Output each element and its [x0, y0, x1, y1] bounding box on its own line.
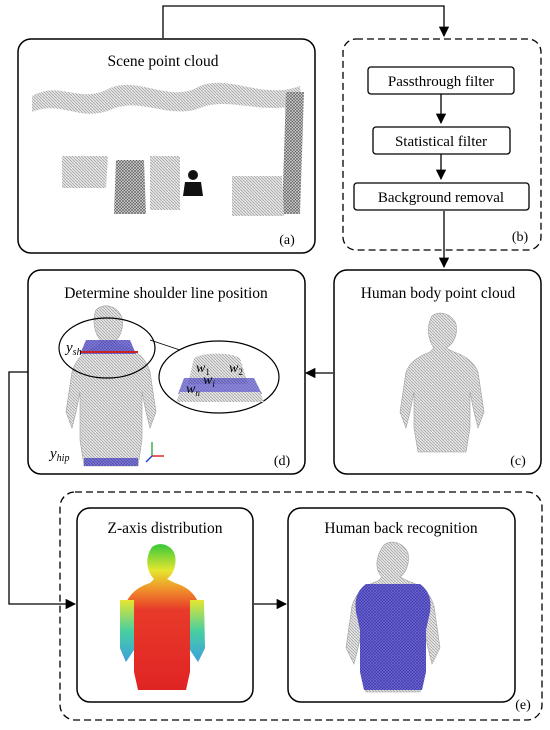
- zdist-title: Z-axis distribution: [108, 520, 223, 537]
- y-hip-label: yhip: [48, 446, 69, 464]
- w1-label: w1: [196, 361, 210, 377]
- panel-c-title: Human body point cloud: [361, 285, 516, 302]
- wi-label: wi: [203, 373, 215, 389]
- panel-e-letter: (e): [515, 698, 531, 713]
- shoulder-body-image: [65, 305, 157, 467]
- wn-label: wn: [186, 382, 200, 398]
- panel-c-letter: (c): [510, 454, 526, 469]
- panel-d-title: Determine shoulder line position: [64, 285, 268, 302]
- coordinate-axes-icon: [145, 442, 164, 463]
- y-sh-label: ysh: [64, 340, 82, 358]
- panel-a-title: Scene point cloud: [107, 53, 218, 70]
- panel-a-letter: (a): [279, 233, 295, 248]
- arrow-a-to-b: [162, 5, 450, 38]
- panel-a-frame: [17, 38, 316, 254]
- scene-point-cloud-image: [32, 82, 304, 216]
- step-background-label: Background removal: [378, 190, 504, 206]
- panel-e-frame: [59, 491, 543, 721]
- human-back-recognition-image: [345, 541, 441, 693]
- arrow-d-to-e: [8, 371, 77, 610]
- panel-b-letter: (b): [512, 230, 529, 245]
- zaxis-distribution-image: [120, 544, 205, 690]
- panel-d-letter: (d): [274, 454, 291, 469]
- zoom-detail-image: [176, 353, 264, 402]
- step-background-box: [353, 182, 530, 211]
- panel-b-frame: [342, 38, 542, 251]
- human-body-point-cloud-image: [399, 312, 485, 453]
- back-recognition-title: Human back recognition: [324, 520, 477, 537]
- w2-label: w2: [229, 361, 243, 377]
- step-statistical-label: Statistical filter: [395, 134, 487, 150]
- shoulder-region-ellipse: [58, 317, 156, 379]
- step-passthrough-label: Passthrough filter: [388, 74, 494, 90]
